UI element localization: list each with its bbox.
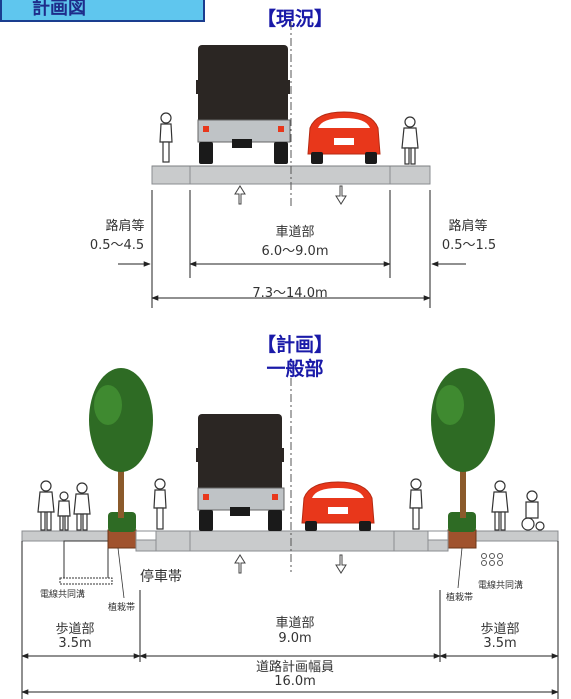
plan-sidewalk-right-value: 3.5m xyxy=(483,636,517,651)
plan-subtitle: 一般部 xyxy=(266,358,324,380)
plan-sidewalk-right-label: 歩道部 xyxy=(480,622,520,637)
header-tab: 計画図 xyxy=(0,0,205,22)
pedestrian-group-left-icon xyxy=(37,480,91,531)
current-total-value: 7.3～14.0m xyxy=(252,286,328,301)
utility-trench-left-label: 電線共同溝 xyxy=(40,590,86,600)
pedestrian-icon xyxy=(401,116,419,165)
plan-title: 【計画】 xyxy=(256,334,333,356)
current-shoulder-right-value: 0.5～1.5 xyxy=(441,238,497,253)
cyclist-icon xyxy=(159,112,173,163)
car-icon-plan xyxy=(301,481,375,531)
plan-dimension-lines xyxy=(21,541,559,699)
truck-icon-plan xyxy=(196,414,285,531)
leader-lines xyxy=(117,547,463,599)
current-shoulder-left-value: 0.5～4.5 xyxy=(89,238,145,253)
current-direction-arrows xyxy=(234,185,347,205)
car-icon xyxy=(307,111,381,164)
plan-road-surface xyxy=(135,530,449,552)
current-roadway-value: 6.0～9.0m xyxy=(261,244,329,259)
current-roadway-label: 車道部 xyxy=(275,225,315,240)
plan-roadway-label: 車道部 xyxy=(275,616,315,631)
pedestrian-group-right-icon xyxy=(491,480,545,531)
plan-total-label: 道路計画幅員 xyxy=(255,660,334,675)
tree-icon-left xyxy=(89,368,153,518)
plan-total-value: 16.0m xyxy=(274,674,316,689)
current-dimension-lines xyxy=(118,190,466,308)
truck-icon xyxy=(196,45,291,164)
plan-roadway-value: 9.0m xyxy=(278,631,312,646)
utility-conduits-right xyxy=(481,553,503,566)
parking-lane-label: 停車帯 xyxy=(140,569,182,585)
utility-trench-left xyxy=(59,540,113,585)
utility-trench-right-label: 電線共同溝 xyxy=(478,581,524,591)
current-shoulder-left-label: 路肩等 xyxy=(105,219,145,234)
planting-strip-right xyxy=(447,512,477,549)
tree-icon-right xyxy=(431,368,495,518)
planting-strip-left-label: 植栽帯 xyxy=(108,603,136,613)
plan-sidewalk-left-label: 歩道部 xyxy=(55,622,95,637)
planting-strip-left xyxy=(107,512,137,549)
cyclist-icon-plan-left xyxy=(153,478,167,530)
cyclist-icon-plan-right xyxy=(409,478,423,530)
planting-strip-right-label: 植栽帯 xyxy=(446,593,474,603)
plan-direction-arrows xyxy=(234,554,347,574)
current-title: 【現況】 xyxy=(256,8,333,30)
current-shoulder-right-label: 路肩等 xyxy=(448,219,488,234)
plan-sidewalk-left-value: 3.5m xyxy=(58,636,92,651)
